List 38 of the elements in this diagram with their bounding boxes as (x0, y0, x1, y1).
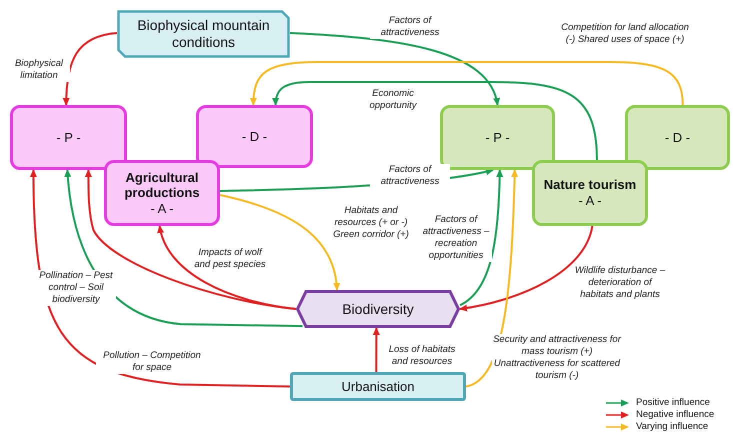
legend-label: Positive influence (636, 397, 710, 408)
edge-label: Security and attractiveness for mass tourism (+) Unattractiveness for scattered tourism (-) (492, 334, 622, 382)
legend-label: Varying influence (636, 421, 708, 432)
node-text: - P - (55, 130, 82, 146)
arrow (272, 81, 598, 160)
node-title: Nature tourism (542, 177, 638, 193)
node-text: Urbanisation (340, 378, 416, 394)
legend-label: Negative influence (636, 409, 714, 420)
arrow (459, 169, 504, 306)
edge-label: Pollination – Pest control – Soil biodiversity (36, 270, 116, 306)
arrow (466, 169, 518, 388)
process-box (10, 105, 127, 170)
arrow (250, 61, 684, 106)
arrow (64, 169, 303, 328)
condition-box (117, 10, 290, 58)
arrow (220, 194, 340, 291)
arrow (84, 169, 296, 310)
node-text: - P - (484, 130, 511, 146)
node-text: - A - (149, 200, 175, 216)
edge-label: Factors of attractiveness – recreation opportunities (420, 214, 492, 262)
hexagon-node (296, 290, 460, 328)
node-title: Agricultural productions (123, 170, 201, 201)
node-text: - D - (240, 128, 268, 144)
process-box (290, 372, 466, 401)
node-text: - A - (577, 193, 603, 209)
arrow (290, 32, 500, 106)
process-box (196, 105, 313, 168)
arrow (372, 327, 380, 372)
edge-label: Factors of attractiveness (370, 164, 450, 188)
arrow (459, 226, 594, 312)
process-box (625, 105, 730, 170)
process-box (104, 160, 220, 226)
node-text: Biodiversity (341, 300, 415, 318)
arrow (62, 32, 118, 106)
node-text: Biophysical mountain conditions (136, 17, 271, 51)
node-text: - D - (664, 130, 692, 146)
process-box (532, 160, 648, 226)
process-box (440, 105, 555, 170)
